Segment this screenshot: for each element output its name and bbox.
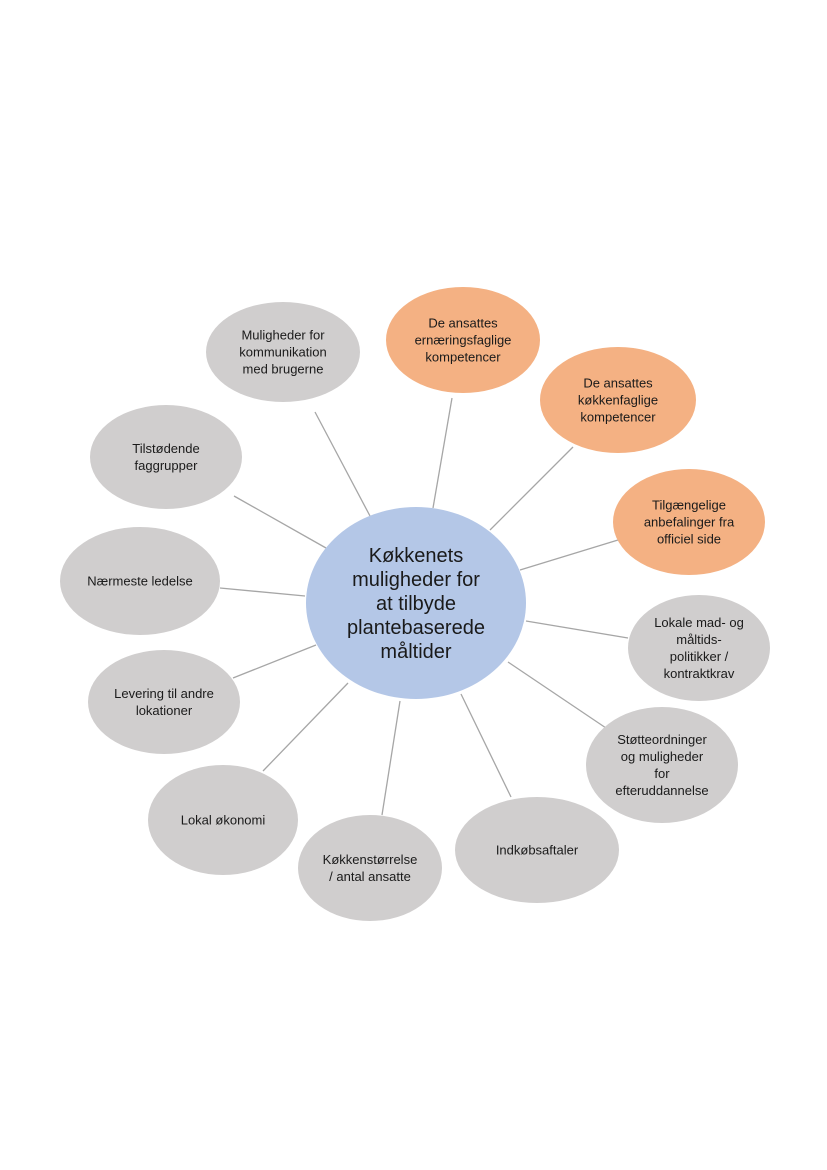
node-ellipse — [60, 527, 220, 635]
node-ellipse — [586, 707, 738, 823]
connector-line-stoetteordninger — [507, 661, 607, 729]
node-label-line: Støtteordninger — [617, 732, 707, 747]
node-label: Nærmeste ledelse — [87, 574, 193, 589]
node-label: Støtteordninger og muligheder for efterudda… — [615, 732, 708, 798]
center-ellipse — [306, 507, 526, 699]
connector-line-politikker — [525, 620, 629, 639]
node-label-line: kompetencer — [425, 350, 501, 365]
node-label-line: Tilstødende — [132, 441, 199, 456]
node-label-line: køkkenfaglige — [578, 393, 658, 408]
node-label-line: De ansattes — [583, 376, 653, 391]
node-ellipse — [206, 302, 360, 402]
node-label: Tilgængelige anbefalinger fra officiel sid… — [644, 498, 735, 547]
node-ellipse — [386, 287, 540, 393]
connector-line-ernaeringsfaglige — [432, 397, 453, 509]
node-label-line: for — [654, 766, 670, 781]
center-label-line: plantebaserede — [347, 617, 485, 639]
node-lokal-oekonomi: Lokal økonomi — [148, 765, 298, 875]
connector-line-ledelse — [219, 587, 306, 597]
node-label: Lokal økonomi — [181, 813, 266, 828]
node-koekkenstoerrelse: Køkkenstørrelse / antal ansatte — [298, 815, 442, 921]
center-label-line: muligheder for — [352, 569, 480, 591]
node-label-line: Køkkenstørrelse — [323, 852, 418, 867]
node-label-line: kommunikation — [239, 345, 326, 360]
node-label-line: politikker / — [670, 649, 729, 664]
node-kommunikation: Muligheder for kommunikation med brugerne — [206, 302, 360, 402]
node-label-line: Muligheder for — [241, 328, 325, 343]
node-faggrupper: Tilstødende faggrupper — [90, 405, 242, 509]
node-label: Køkkenstørrelse / antal ansatte — [323, 852, 418, 884]
center-label-line: måltider — [380, 641, 451, 663]
node-ellipse — [148, 765, 298, 875]
node-stoetteordninger: Støtteordninger og muligheder for efterudda… — [586, 707, 738, 823]
node-label-line: kompetencer — [580, 410, 656, 425]
node-label-line: og muligheder — [621, 749, 704, 764]
node-label-line: officiel side — [657, 532, 721, 547]
center-label-line: Køkkenets — [369, 545, 463, 567]
node-label-line: Levering til andre — [114, 686, 214, 701]
node-ellipse — [455, 797, 619, 903]
node-ellipse — [540, 347, 696, 453]
node-ellipse — [613, 469, 765, 575]
node-anbefalinger: Tilgængelige anbefalinger fra officiel sid… — [613, 469, 765, 575]
node-koekkenfaglige: De ansattes køkkenfaglige kompetencer — [540, 347, 696, 453]
node-label-line: lokationer — [136, 703, 193, 718]
connector-line-koekkenfaglige — [489, 446, 574, 531]
node-ellipse — [298, 815, 442, 921]
node-ellipse — [90, 405, 242, 509]
node-label-line: anbefalinger fra — [644, 515, 735, 530]
node-label: De ansattes køkkenfaglige kompetencer — [578, 376, 658, 425]
connector-line-anbefalinger — [519, 539, 619, 571]
node-label-line: / antal ansatte — [329, 869, 411, 884]
node-label-line: kontraktkrav — [664, 666, 735, 681]
connector-line-indkoebsaftaler — [460, 693, 512, 798]
node-label-line: måltids- — [676, 632, 722, 647]
connector-line-kommunikation — [314, 411, 371, 517]
node-politikker: Lokale mad- og måltids-politikker / kontra… — [628, 595, 770, 701]
node-label-line: faggrupper — [135, 458, 199, 473]
node-label: Levering til andre lokationer — [114, 686, 214, 718]
center-label-line: at tilbyde — [376, 593, 456, 615]
node-ellipse — [628, 595, 770, 701]
node-label-line: Lokal økonomi — [181, 813, 266, 828]
node-indkoebsaftaler: Indkøbsaftaler — [455, 797, 619, 903]
node-label-line: efteruddannelse — [615, 783, 708, 798]
node-levering: Levering til andre lokationer — [88, 650, 240, 754]
node-ledelse: Nærmeste ledelse — [60, 527, 220, 635]
node-label: Muligheder for kommunikation med brugerne — [239, 328, 326, 377]
node-ellipse — [88, 650, 240, 754]
node-label-line: ernæringsfaglige — [415, 333, 512, 348]
node-label-line: De ansattes — [428, 316, 498, 331]
connector-line-levering — [232, 644, 317, 679]
connector-line-koekkenstoerrelse — [381, 700, 401, 816]
node-label: Lokale mad- og måltids-politikker / kontra… — [654, 615, 744, 681]
node-label-line: Indkøbsaftaler — [496, 843, 579, 858]
node-label-line: Nærmeste ledelse — [87, 574, 193, 589]
node-ernaeringsfaglige: De ansattes ernæringsfaglige kompetencer — [386, 287, 540, 393]
node-label: Tilstødende faggrupper — [132, 441, 199, 473]
connector-line-lokal-oekonomi — [262, 682, 349, 772]
connector-line-faggrupper — [233, 495, 327, 549]
node-label-line: Lokale mad- og — [654, 615, 744, 630]
node-label: Indkøbsaftaler — [496, 843, 579, 858]
node-label-line: Tilgængelige — [652, 498, 726, 513]
node-label: De ansattes ernæringsfaglige kompetencer — [415, 316, 512, 365]
node-label-line: med brugerne — [243, 362, 324, 377]
